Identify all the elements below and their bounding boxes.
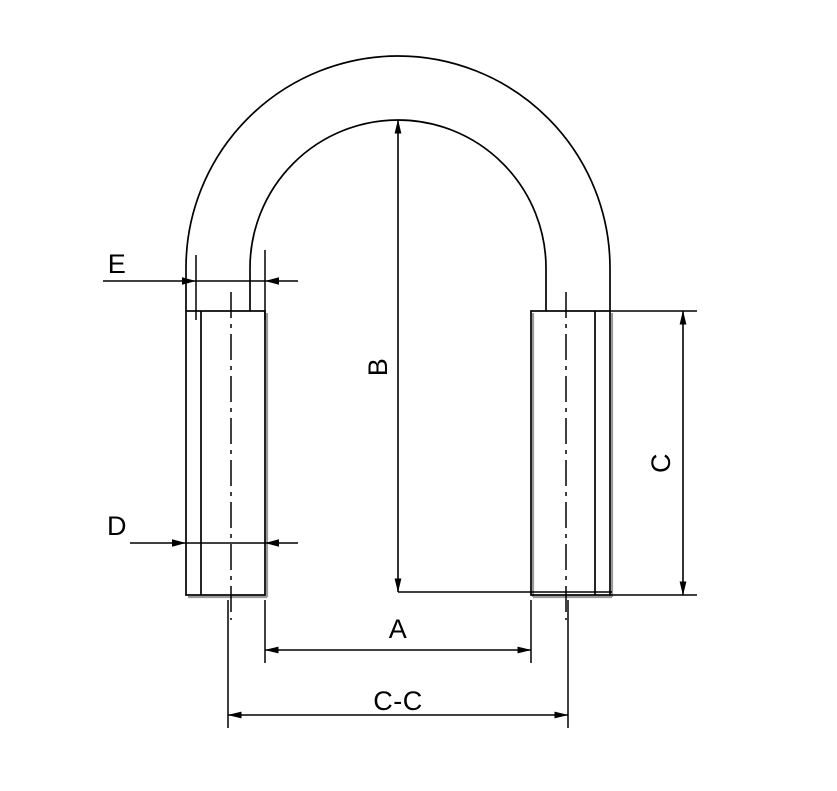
left-leg: [185, 310, 266, 596]
dimension-a-label: A: [389, 614, 408, 644]
dimension-d-arrow-right: [265, 539, 279, 547]
dimension-e-arrow-left: [182, 277, 196, 285]
part-shadow: [188, 313, 614, 599]
dimension-e: E: [103, 249, 298, 285]
dimension-a: A: [264, 614, 532, 654]
dimension-cc: C-C: [227, 686, 569, 719]
dimension-b-label: B: [363, 358, 393, 377]
right-leg-body: [530, 310, 611, 596]
dimension-d-label: D: [107, 511, 127, 541]
dimension-d: D: [107, 511, 298, 547]
dimension-b: B: [363, 119, 402, 593]
dimension-e-arrow-right: [265, 277, 279, 285]
dimension-cc-label: C-C: [373, 686, 423, 716]
left-leg-body: [185, 310, 266, 596]
part-outline: [185, 55, 614, 620]
right-leg: [530, 310, 611, 596]
dimension-e-label: E: [108, 249, 127, 279]
extension-lines: [195, 250, 697, 728]
outer-arch-arc: [185, 55, 611, 311]
dimension-c-label: C: [646, 453, 676, 473]
dimension-c: C: [646, 310, 687, 596]
dimension-d-arrow-left: [172, 539, 186, 547]
